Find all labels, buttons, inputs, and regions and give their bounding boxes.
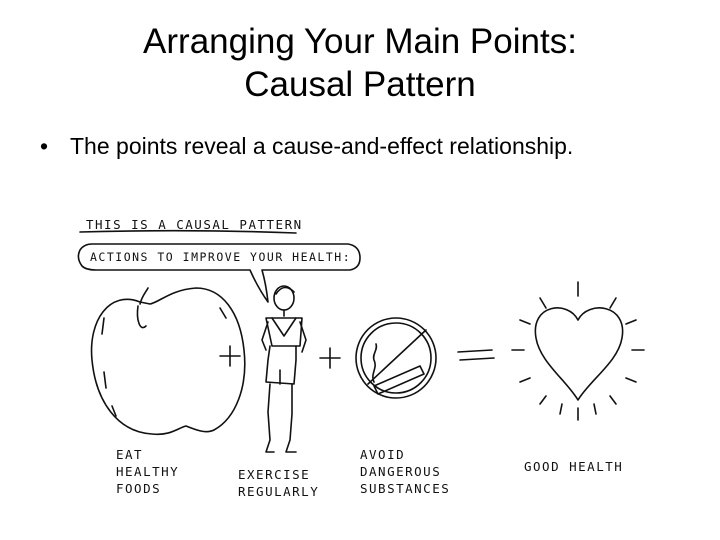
equals-icon <box>457 349 495 361</box>
apple-icon <box>90 287 246 436</box>
no-smoking-icon <box>355 317 437 399</box>
bullet-icon: • <box>40 133 49 159</box>
slide-title: Arranging Your Main Points: Causal Patte… <box>0 20 720 106</box>
plus-icon-2 <box>319 347 341 369</box>
title-line-1: Arranging Your Main Points: <box>143 22 577 61</box>
title-line-2: Causal Pattern <box>244 65 476 104</box>
caption-avoid: AVOID DANGEROUS SUBSTANCES <box>360 447 451 496</box>
bullet-point: • The points reveal a cause-and-effect re… <box>40 132 710 160</box>
glowing-heart-icon <box>511 281 645 421</box>
speech-bubble <box>77 243 361 303</box>
caption-eat: EAT HEALTHY FOODS <box>116 447 180 496</box>
caption-good-health: GOOD HEALTH <box>524 459 624 474</box>
bullet-text: The points reveal a cause-and-effect rel… <box>70 133 574 159</box>
speech-bubble-text: ACTIONS TO IMPROVE YOUR HEALTH: <box>90 250 352 264</box>
runner-figure <box>261 285 307 453</box>
caption-exercise: EXERCISE REGULARLY <box>238 467 320 499</box>
illustration-heading: THIS IS A CAUSAL PATTERN <box>86 217 303 232</box>
plus-icon-1 <box>219 345 241 367</box>
heading-underline <box>79 229 297 234</box>
